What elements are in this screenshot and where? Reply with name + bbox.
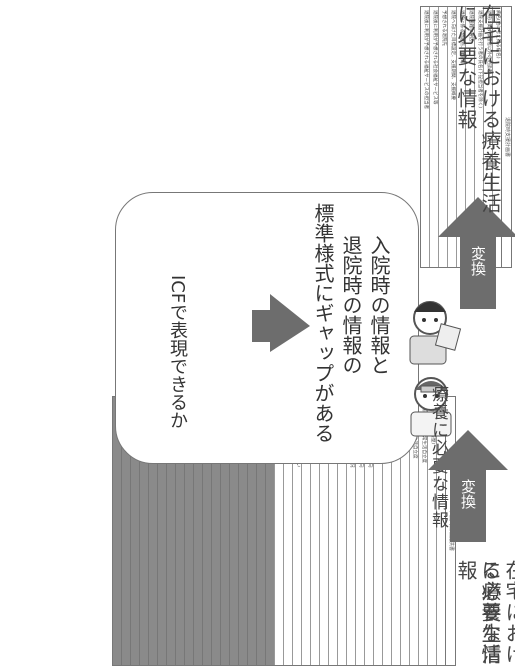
left-convert-arrow-icon — [428, 430, 508, 542]
right-convert-arrow-icon — [438, 197, 515, 309]
left-convert-label: 変換 — [459, 479, 477, 509]
care-needed-info-text: 療養に必要な情報 — [428, 385, 448, 529]
center-arrow-icon — [252, 294, 310, 352]
icf-question-text: ICFで表現できるか — [167, 275, 188, 430]
doctor-illustration-icon — [409, 301, 462, 365]
gap-explanation-box: 入院時の情報と 退院時の情報の 標準様式にギャップがある ICFで表現できるか — [115, 192, 419, 464]
gap-text-line2: 退院時の情報の — [339, 235, 363, 375]
discharge-table-row: 退院後に利用が予想される社会福祉サービス等 — [429, 7, 438, 267]
nurse-illustration-icon — [410, 377, 452, 437]
bottom-caption-line1: 在宅における療養生活 — [478, 560, 515, 665]
discharge-table-row: 退院後に利用が予想される福祉サービスの担当者 — [423, 10, 428, 109]
right-convert-label: 変換 — [469, 246, 487, 276]
gap-text-line1: 入院時の情報と — [367, 235, 391, 375]
bottom-caption-line2: に必要な情報 — [454, 560, 502, 665]
gap-text-line3: 標準様式にギャップがある — [311, 203, 335, 443]
top-caption-line1: 在宅における療養生活 — [478, 4, 502, 214]
top-caption-line2: に必要な情報 — [454, 4, 478, 130]
